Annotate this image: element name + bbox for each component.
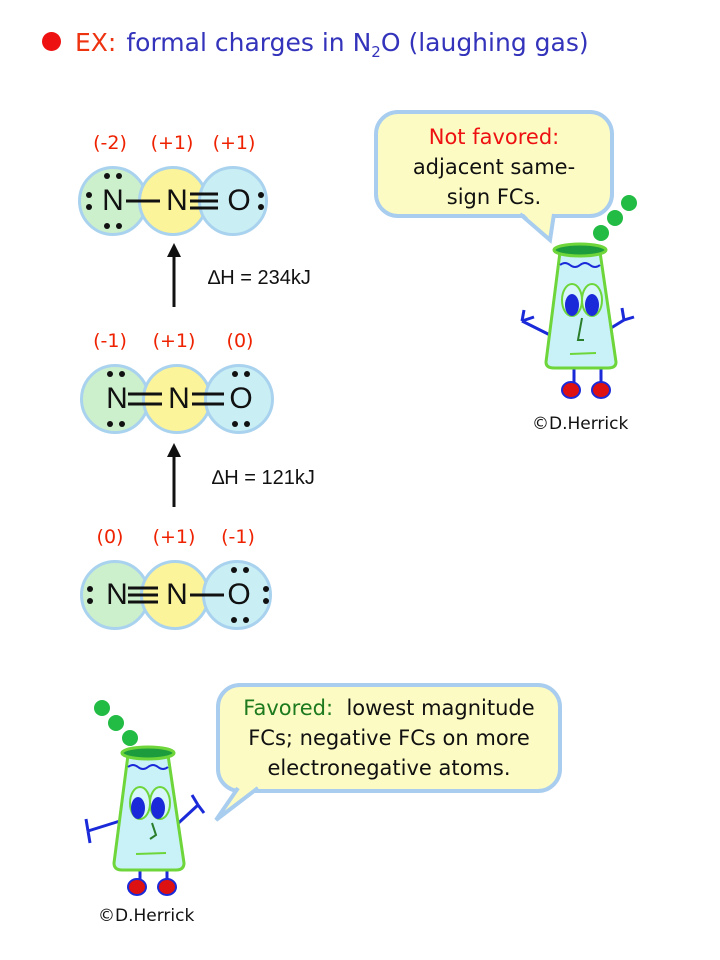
atom-circle-o	[204, 364, 274, 434]
atom-symbol: N	[166, 184, 188, 217]
callout-line: FCs; negative FCs on more	[248, 726, 530, 750]
triple-bond	[190, 192, 218, 210]
formal-charge: (+1)	[152, 330, 196, 352]
lone-pairs	[86, 173, 264, 229]
formal-charge: (+1)	[152, 526, 196, 548]
atom-symbol: O	[229, 382, 253, 415]
callout-line: adjacent same-	[412, 155, 576, 179]
lone-pairs	[107, 371, 250, 427]
lone-pairs	[87, 567, 269, 623]
up-arrow-icon	[167, 443, 181, 507]
formal-charge: (+1)	[212, 132, 256, 154]
page-title: EX: formal charges in N2O (laughing gas)	[42, 28, 589, 61]
ex-label: EX:	[75, 28, 117, 57]
title-subscript: 2	[371, 43, 381, 61]
delta-h-label: ∆H = 234kJ	[208, 267, 311, 289]
callout-not-favored: Not favored: adjacent same- sign FCs.	[374, 110, 614, 218]
bonds-and-lone-pairs	[86, 173, 264, 229]
callout-line: Favored: lowest magnitude	[220, 693, 558, 723]
callout-line: electronegative atoms.	[267, 756, 511, 780]
flask-character-icon	[84, 700, 206, 896]
atom-symbol: N	[166, 578, 188, 611]
formal-charge: (-1)	[221, 526, 255, 548]
callout-favored: Favored: lowest magnitude FCs; negative …	[216, 683, 562, 793]
double-bond	[128, 392, 162, 406]
title-text-after: O (laughing gas)	[380, 28, 589, 57]
copyright-credit: ©D.Herrick	[98, 906, 195, 926]
delta-h-label: ∆H = 121kJ	[212, 467, 315, 489]
formal-charge: (+1)	[150, 132, 194, 154]
lewis-structure-3: (0) (+1) (-1) N N O	[78, 526, 278, 636]
bonds-and-lone-pairs	[107, 371, 250, 427]
title-text-before: formal charges in N	[126, 28, 372, 57]
atom-symbol: N	[102, 184, 124, 217]
up-arrow-icon	[167, 243, 181, 307]
bonds-and-lone-pairs	[87, 567, 269, 623]
copyright-credit: ©D.Herrick	[532, 414, 629, 434]
atom-symbol: N	[168, 382, 190, 415]
callout-tail	[520, 210, 556, 244]
lewis-structure-1: (-2) (+1) (+1) N N O	[78, 132, 278, 242]
flask-character-icon	[520, 195, 637, 399]
atom-symbol: O	[227, 578, 251, 611]
red-dot-icon	[42, 31, 61, 51]
double-bond	[192, 392, 224, 406]
atom-symbol: O	[227, 184, 251, 217]
title-text: formal charges in N2O (laughing gas)	[126, 28, 589, 61]
callout-heading: Favored:	[243, 696, 334, 720]
formal-charge: (-1)	[93, 330, 127, 352]
callout-line-rest: lowest magnitude	[346, 696, 535, 720]
callout-heading: Not favored:	[428, 125, 560, 149]
triple-bond	[128, 586, 158, 604]
formal-charge: (0)	[226, 330, 254, 352]
formal-charge: (0)	[96, 526, 124, 548]
callout-line: sign FCs.	[446, 185, 542, 209]
formal-charge: (-2)	[93, 132, 127, 154]
atom-symbol: N	[106, 382, 128, 415]
atom-symbol: N	[106, 578, 128, 611]
lewis-structure-2: (-1) (+1) (0) N N O	[78, 330, 278, 440]
callout-tail	[214, 784, 262, 822]
